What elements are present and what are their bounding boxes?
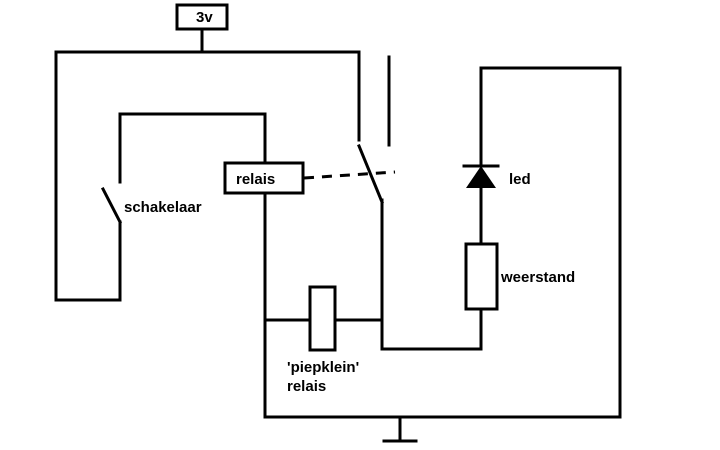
contact-blade <box>357 144 384 204</box>
resistor-label: weerstand <box>500 269 575 286</box>
resistor-box <box>464 242 499 311</box>
led-triangle <box>466 166 496 188</box>
small-relay-box <box>308 285 337 352</box>
small-relay-label-2: relais <box>287 378 326 395</box>
supply-label: 3v <box>196 9 213 26</box>
relay-label: relais <box>236 171 275 188</box>
small-relay-label-1: 'piepklein' <box>287 359 359 376</box>
switch-label: schakelaar <box>124 199 202 216</box>
mechanical-link <box>303 170 396 180</box>
switch-blade <box>100 186 123 225</box>
led-label: led <box>509 171 531 188</box>
